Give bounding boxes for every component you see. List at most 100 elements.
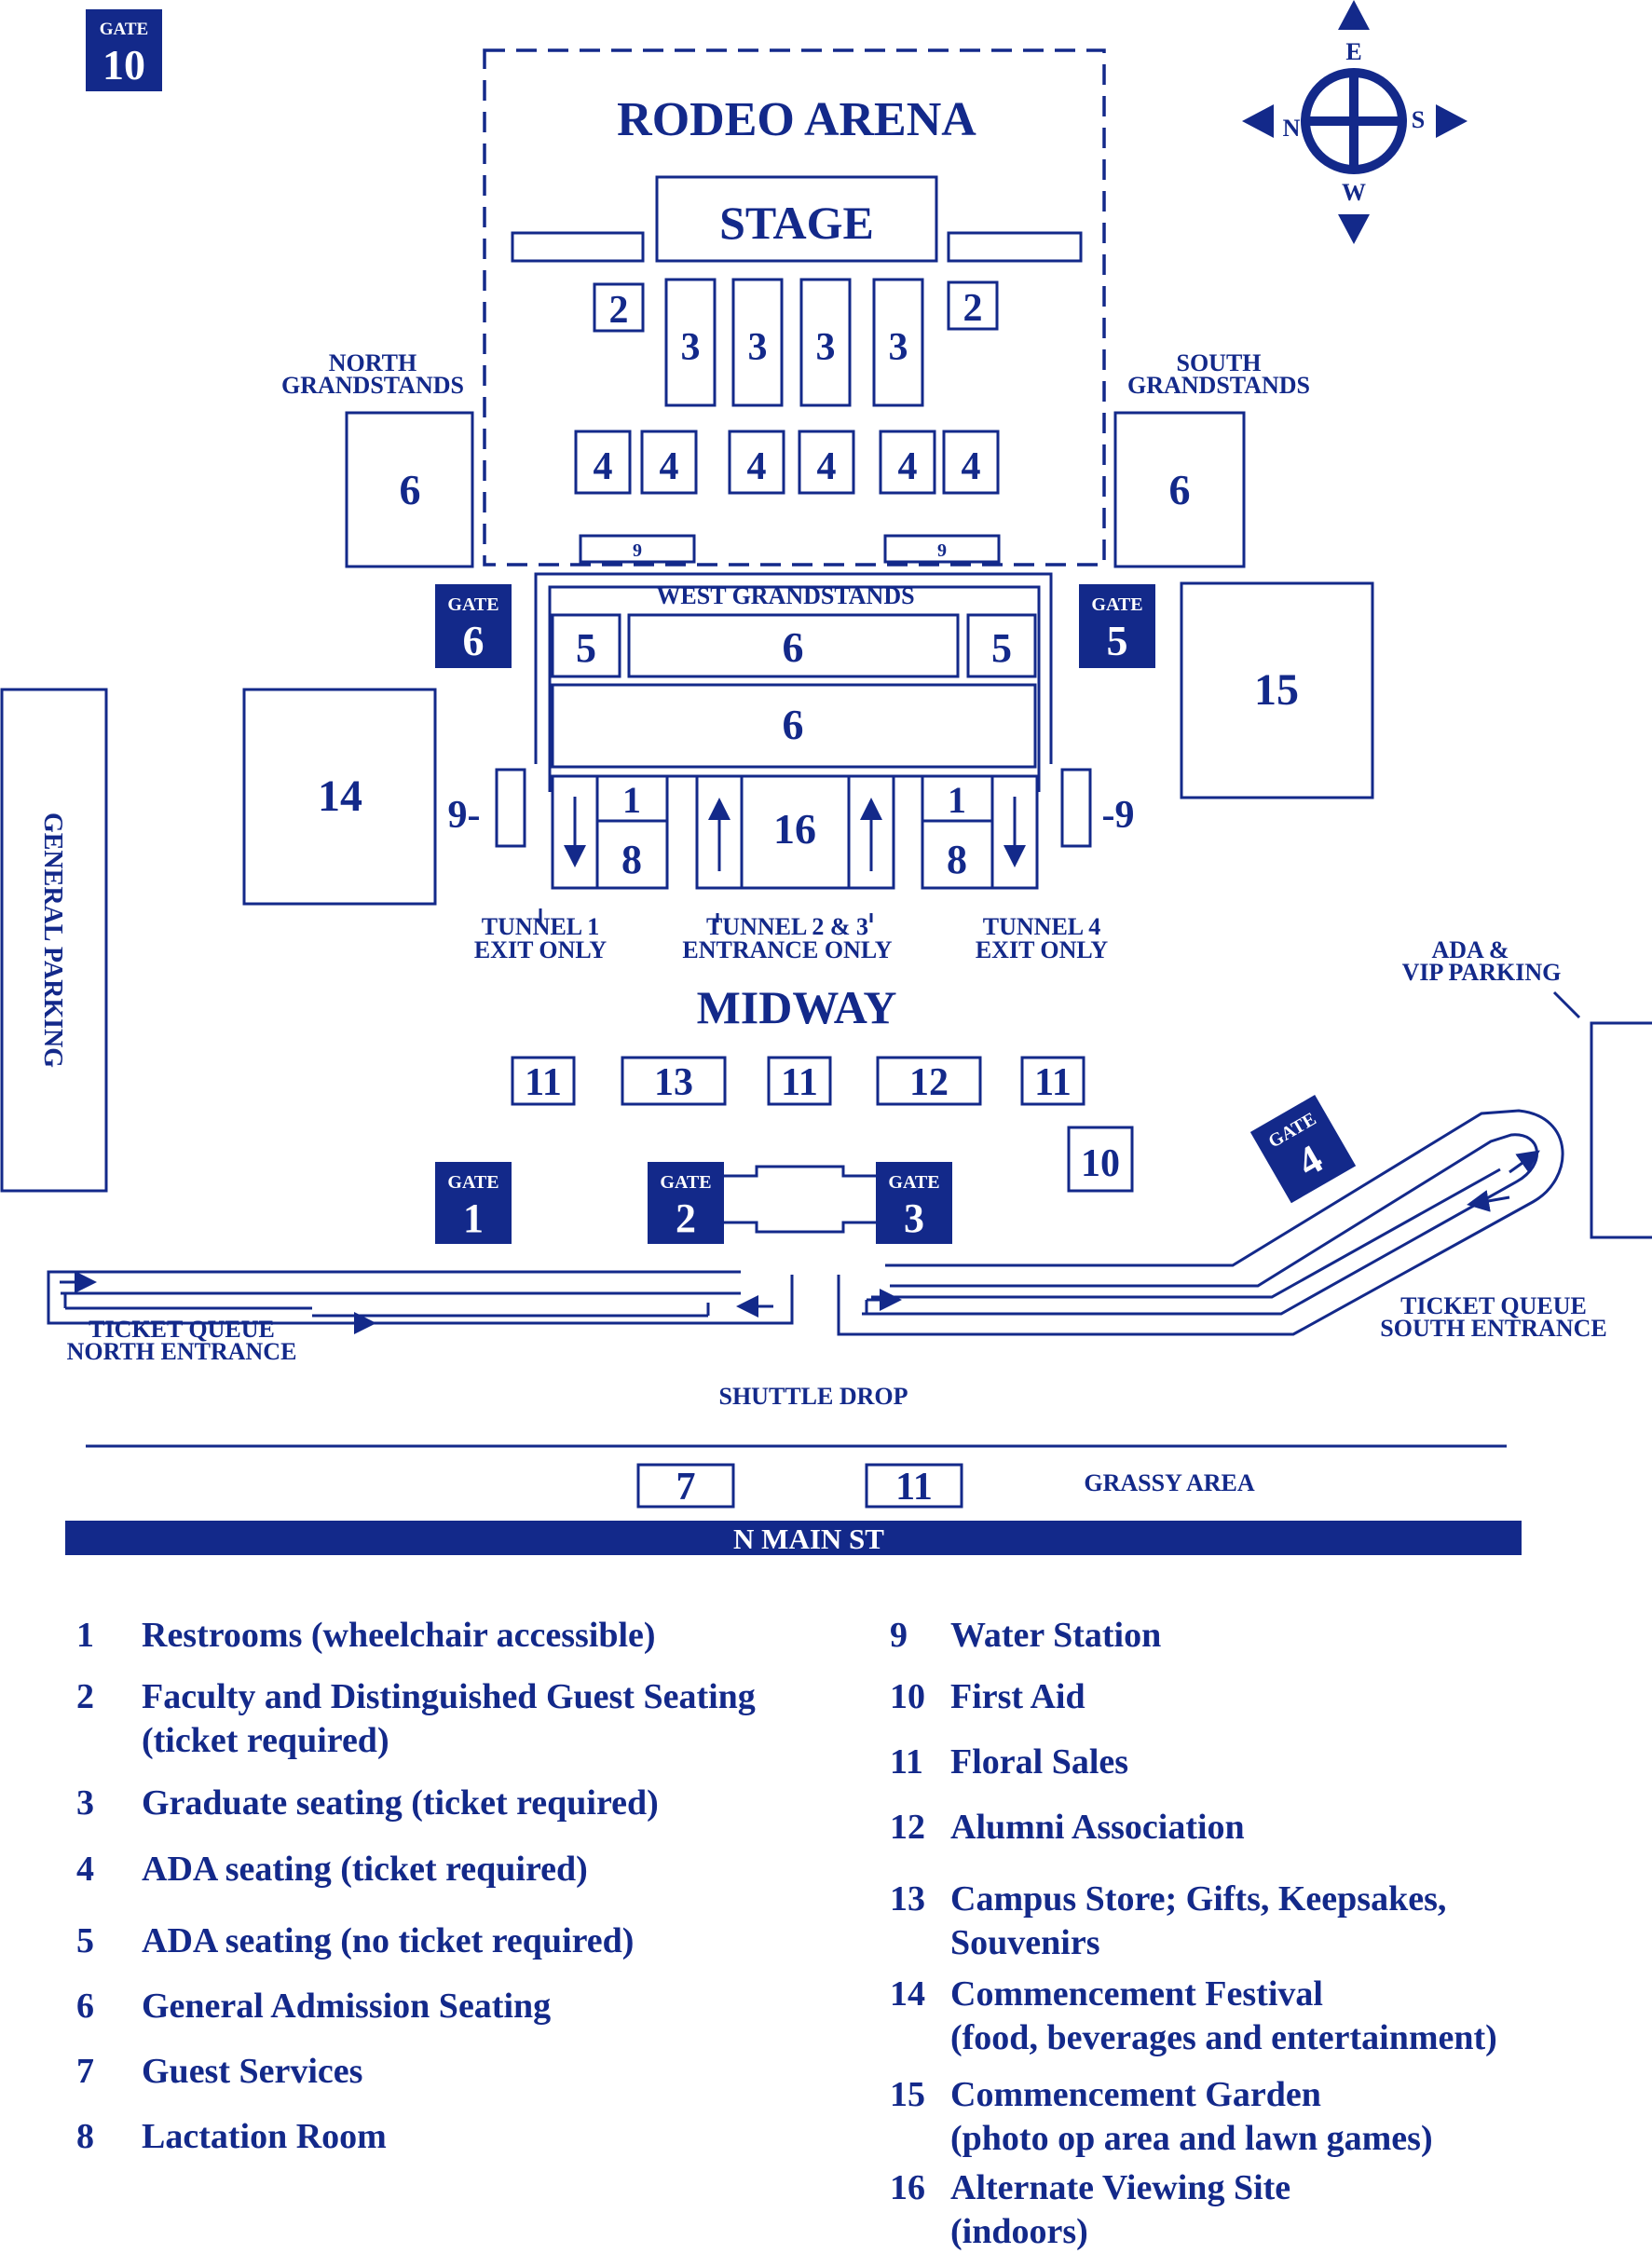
- grassy-area-label: GRASSY AREA: [1084, 1469, 1254, 1496]
- svg-text:11: 11: [781, 1061, 818, 1104]
- svg-text:1: 1: [463, 1195, 484, 1241]
- tunnel-1: [551, 774, 599, 890]
- tunnel-1-sub: EXIT ONLY: [474, 936, 608, 963]
- ada-vip-parking: [1590, 1021, 1652, 1239]
- water-station-top-left: 9: [579, 534, 696, 564]
- tunnel-4-sub: EXIT ONLY: [976, 936, 1109, 963]
- gate-2-3-connector: [724, 1165, 876, 1234]
- alternate-viewing-16: 16: [740, 774, 851, 890]
- north-grandstands-label-2: GRANDSTANDS: [281, 372, 464, 399]
- svg-text:8: 8: [621, 837, 642, 882]
- west-6-upper: 6: [627, 613, 960, 678]
- gate-6: GATE 6: [435, 584, 512, 668]
- tunnel-23-sub: ENTRANCE ONLY: [682, 936, 892, 963]
- ticket-queue-north-outer: [47, 1270, 794, 1325]
- north-grandstands-label: NORTH: [329, 349, 416, 376]
- restroom-left: 1: [595, 774, 669, 823]
- floral-sales-11-c: 11: [1020, 1056, 1085, 1106]
- south-grandstand-6: 6: [1113, 411, 1246, 568]
- svg-text:GATE: GATE: [447, 1172, 498, 1193]
- shuttle-drop-label: SHUTTLE DROP: [719, 1383, 908, 1410]
- marker-2-left: 2: [593, 282, 645, 333]
- marker-3-b: 3: [731, 278, 784, 407]
- ticket-queue-south-mid: [862, 1133, 1539, 1316]
- svg-text:7: 7: [676, 1466, 696, 1509]
- first-aid-10: 10: [1067, 1126, 1134, 1193]
- tq-south-arrow-4: [1467, 1190, 1510, 1212]
- water-station-top-right: 9: [883, 534, 1001, 564]
- svg-text:2: 2: [609, 289, 629, 332]
- marker-5-left: 5: [551, 613, 621, 678]
- svg-text:9-: 9-: [448, 794, 481, 837]
- general-parking: GENERAL PARKING: [0, 688, 108, 1193]
- svg-text:2: 2: [963, 287, 983, 330]
- svg-text:9: 9: [937, 540, 947, 561]
- svg-text:E: E: [1345, 38, 1361, 65]
- floral-sales-11-a: 11: [511, 1056, 576, 1106]
- ticket-queue-north-lane: [63, 1293, 710, 1318]
- marker-2-right: 2: [947, 280, 999, 331]
- marker-5-right: 5: [966, 613, 1037, 678]
- ada-vip-pointer: [1552, 990, 1581, 1019]
- south-grandstands-label-2: GRANDSTANDS: [1127, 372, 1310, 399]
- midway-label: MIDWAY: [697, 981, 897, 1033]
- tunnel-4-label: TUNNEL 4: [983, 913, 1100, 940]
- south-grandstands-label: SOUTH: [1176, 349, 1261, 376]
- tunnel-4: [990, 774, 1039, 890]
- svg-text:9: 9: [633, 540, 642, 561]
- tq-north-label: TICKET QUEUE: [89, 1316, 275, 1343]
- svg-text:3: 3: [748, 326, 768, 369]
- tq-south-label-2: SOUTH ENTRANCE: [1380, 1315, 1606, 1342]
- tq-south-label: TICKET QUEUE: [1400, 1292, 1587, 1319]
- svg-text:N: N: [1283, 115, 1301, 142]
- svg-text:3: 3: [904, 1195, 924, 1241]
- svg-text:5: 5: [991, 625, 1012, 671]
- svg-text:GATE: GATE: [100, 20, 148, 39]
- water-station-right: -9: [1060, 768, 1135, 848]
- lactation-left: 8: [595, 819, 669, 890]
- marker-3-d: 3: [872, 278, 924, 407]
- svg-text:4: 4: [747, 445, 767, 488]
- svg-text:-9: -9: [1102, 794, 1135, 837]
- tq-north-label-2: NORTH ENTRANCE: [67, 1338, 297, 1365]
- svg-text:4: 4: [660, 445, 679, 488]
- marker-4-d: 4: [798, 430, 855, 495]
- svg-text:6: 6: [783, 701, 804, 748]
- svg-text:15: 15: [1254, 665, 1299, 715]
- svg-text:GENERAL PARKING: GENERAL PARKING: [38, 813, 67, 1068]
- north-grandstand-6: 6: [345, 411, 474, 568]
- marker-3-a: 3: [664, 278, 717, 407]
- svg-text:5: 5: [576, 625, 596, 671]
- svg-text:1: 1: [948, 779, 966, 821]
- rodeo-arena-boundary: [483, 48, 1106, 567]
- restroom-right: 1: [921, 774, 994, 823]
- west-grandstands-label: WEST GRANDSTANDS: [656, 582, 914, 609]
- svg-text:1: 1: [622, 779, 641, 821]
- ticket-queue-south-outer: [837, 1109, 1564, 1336]
- stage-side-left: [511, 231, 645, 263]
- west-grandstands-inner: [548, 585, 1041, 792]
- svg-text:10: 10: [102, 41, 145, 89]
- guest-services-7: 7: [636, 1463, 735, 1509]
- svg-text:6: 6: [400, 466, 421, 513]
- commencement-garden-15: 15: [1180, 581, 1374, 799]
- ada-vip-label-2: VIP PARKING: [1402, 959, 1562, 986]
- svg-text:6: 6: [463, 617, 485, 664]
- campus-store-13: 13: [621, 1056, 727, 1106]
- svg-text:2: 2: [676, 1195, 696, 1241]
- marker-4-b: 4: [640, 430, 698, 495]
- svg-text:16: 16: [773, 805, 816, 853]
- svg-text:GATE: GATE: [888, 1172, 939, 1193]
- svg-text:11: 11: [525, 1061, 562, 1104]
- svg-text:12: 12: [909, 1061, 949, 1104]
- svg-text:GATE: GATE: [447, 594, 498, 615]
- floral-sales-11-b: 11: [767, 1056, 832, 1106]
- gate-1: GATE 1: [435, 1162, 512, 1244]
- gate-3: GATE 3: [876, 1162, 952, 1244]
- svg-text:3: 3: [889, 326, 908, 369]
- alumni-association-12: 12: [876, 1056, 982, 1106]
- ticket-queue-south-inner: [871, 1168, 1501, 1299]
- n-main-st: [65, 1521, 1522, 1555]
- svg-text:3: 3: [816, 326, 836, 369]
- stage: [655, 175, 938, 263]
